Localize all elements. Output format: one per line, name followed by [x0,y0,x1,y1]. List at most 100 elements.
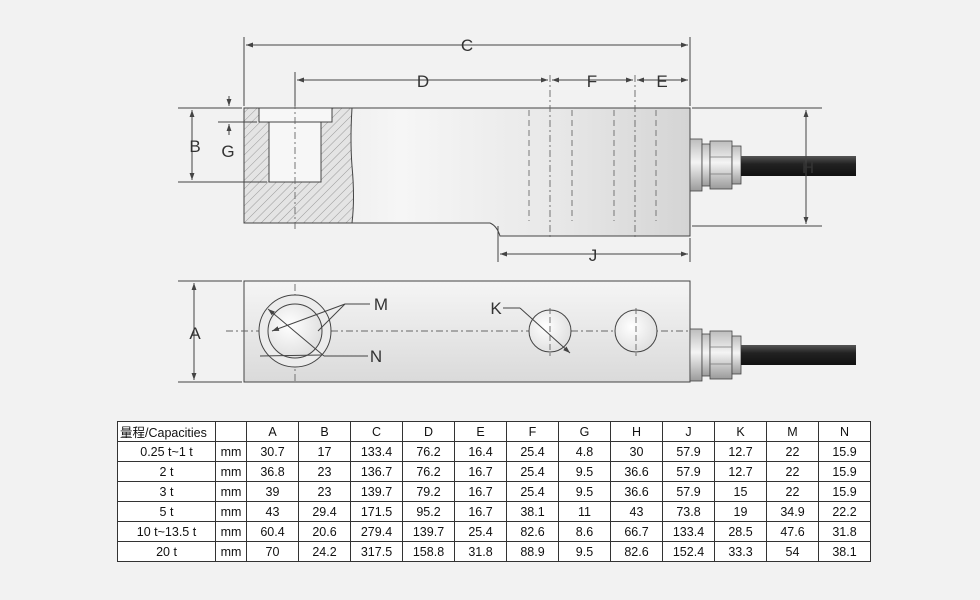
value-cell: 29.4 [298,501,351,522]
header-cell: E [454,421,507,442]
value-cell: 25.4 [506,461,559,482]
top-view [226,280,856,383]
label-B: B [189,137,200,156]
value-cell: 57.9 [662,481,715,502]
value-cell: 36.6 [610,481,663,502]
cable-gland-side [689,138,742,192]
value-cell: 171.5 [350,501,403,522]
hole-inner [267,303,323,359]
value-cell: 82.6 [506,521,559,542]
value-cell: 16.7 [454,481,507,502]
label-A: A [189,324,201,343]
value-cell: 9.5 [558,541,611,562]
value-cell: 9.5 [558,481,611,502]
label-H: H [802,158,814,177]
capacity-cell: 2 t [117,461,216,482]
header-cell: N [818,421,871,442]
value-cell: 12.7 [714,461,767,482]
label-M: M [374,295,388,314]
header-cell: A [246,421,299,442]
header-cell: 量程/Capacities [117,421,216,442]
header-cell: G [558,421,611,442]
header-cell: F [506,421,559,442]
value-cell: 38.1 [818,541,871,562]
value-cell: 12.7 [714,441,767,462]
value-cell: 16.7 [454,461,507,482]
value-cell: 279.4 [350,521,403,542]
label-K: K [490,299,502,318]
value-cell: 76.2 [402,461,455,482]
hidden-lines [528,110,657,221]
value-cell: 24.2 [298,541,351,562]
header-cell: J [662,421,715,442]
value-cell: 25.4 [454,521,507,542]
value-cell: 47.6 [766,521,819,542]
value-cell: 11 [558,501,611,522]
dimension-table: 量程/Capacities A B C D E F G H J K M N 0.… [117,421,871,562]
value-cell: 22 [766,481,819,502]
value-cell: 60.4 [246,521,299,542]
unit-cell: mm [215,541,247,562]
header-cell: D [402,421,455,442]
label-D: D [417,72,429,91]
value-cell: 38.1 [506,501,559,522]
value-cell: 57.9 [662,441,715,462]
value-cell: 43 [246,501,299,522]
value-cell: 15.9 [818,441,871,462]
value-cell: 66.7 [610,521,663,542]
capacity-cell: 0.25 t~1 t [117,441,216,462]
value-cell: 70 [246,541,299,562]
label-C: C [461,36,473,55]
value-cell: 95.2 [402,501,455,522]
value-cell: 88.9 [506,541,559,562]
value-cell: 31.8 [818,521,871,542]
capacity-cell: 20 t [117,541,216,562]
value-cell: 25.4 [506,441,559,462]
top-dimensions [178,280,571,383]
label-G: G [221,142,234,161]
unit-cell: mm [215,501,247,522]
value-cell: 317.5 [350,541,403,562]
value-cell: 16.7 [454,501,507,522]
unit-cell: mm [215,481,247,502]
unit-cell: mm [215,461,247,482]
value-cell: 25.4 [506,481,559,502]
value-cell: 23 [298,461,351,482]
value-cell: 139.7 [350,481,403,502]
side-view [243,72,856,240]
value-cell: 15 [714,481,767,502]
value-cell: 22.2 [818,501,871,522]
capacity-cell: 10 t~13.5 t [117,521,216,542]
value-cell: 22 [766,461,819,482]
value-cell: 28.5 [714,521,767,542]
value-cell: 39 [246,481,299,502]
side-dimensions [178,37,822,262]
value-cell: 4.8 [558,441,611,462]
value-cell: 136.7 [350,461,403,482]
side-body [243,107,691,237]
header-cell [215,421,247,442]
value-cell: 30.7 [246,441,299,462]
value-cell: 33.3 [714,541,767,562]
value-cell: 43 [610,501,663,522]
value-cell: 36.8 [246,461,299,482]
header-cell: B [298,421,351,442]
table-header-row: 量程/Capacities A B C D E F G H J K M N [117,421,871,442]
value-cell: 17 [298,441,351,462]
value-cell: 30 [610,441,663,462]
value-cell: 19 [714,501,767,522]
header-cell: M [766,421,819,442]
unit-cell: mm [215,521,247,542]
cable-top [741,345,856,365]
value-cell: 82.6 [610,541,663,562]
header-cell: C [350,421,403,442]
value-cell: 22 [766,441,819,462]
value-cell: 158.8 [402,541,455,562]
label-J: J [589,246,598,265]
value-cell: 34.9 [766,501,819,522]
label-N: N [370,347,382,366]
